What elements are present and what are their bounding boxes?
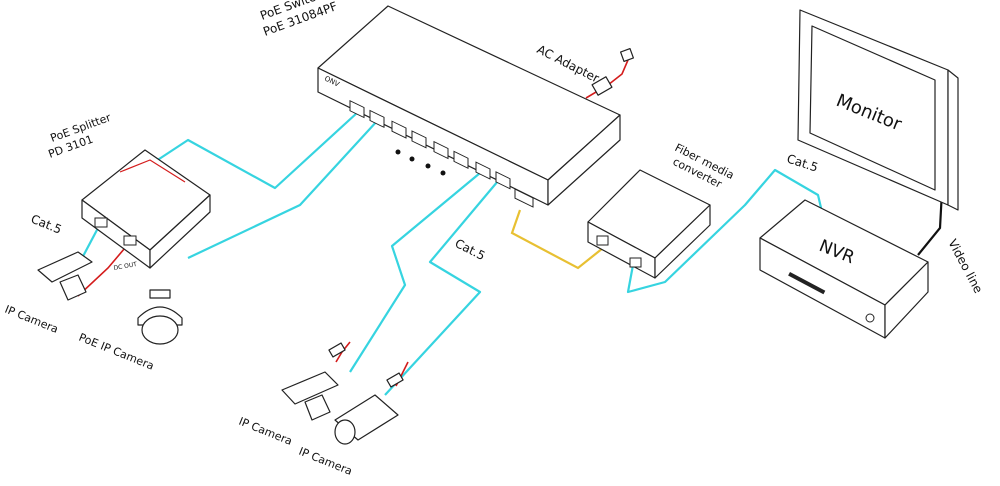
- video-line-label: Video line: [945, 237, 985, 296]
- cable-fiber: [510, 209, 604, 270]
- ip-camera-bottom-1: [281, 342, 346, 421]
- ip-camera-left-label: IP Camera: [3, 303, 60, 336]
- cable-switch-to-splitter: [149, 111, 359, 190]
- cable-switch-to-poe-camera: [187, 119, 379, 259]
- fiber-media-converter: [587, 169, 711, 279]
- ip-camera-bottom-2: [334, 372, 404, 445]
- cable-switch-to-ip-camera-1: [349, 172, 481, 373]
- ip-camera-bottom-label-2: IP Camera: [297, 445, 354, 478]
- ac-adapter: [591, 47, 635, 96]
- switch-ports: [349, 99, 534, 208]
- cable-splitter-dc-out: [77, 241, 131, 297]
- cable-switch-to-ip-camera-2: [384, 180, 499, 396]
- cat5-label-middle: Cat.5: [453, 236, 488, 263]
- cat5-label-right: Cat.5: [785, 152, 820, 175]
- cat5-label-left: Cat.5: [29, 212, 64, 237]
- dc-out-label: DC OUT: [113, 261, 138, 272]
- cable-converter-to-nvr: [626, 168, 824, 294]
- poe-ip-camera: [137, 289, 183, 345]
- switch-leds: [395, 149, 446, 176]
- poe-switch: ONV: [317, 5, 621, 208]
- ip-camera-left: [37, 251, 93, 301]
- poe-splitter: DC OUT: [81, 149, 211, 272]
- monitor: [797, 9, 959, 211]
- nvr: [759, 199, 929, 339]
- ip-camera-bottom-label-1: IP Camera: [237, 415, 294, 448]
